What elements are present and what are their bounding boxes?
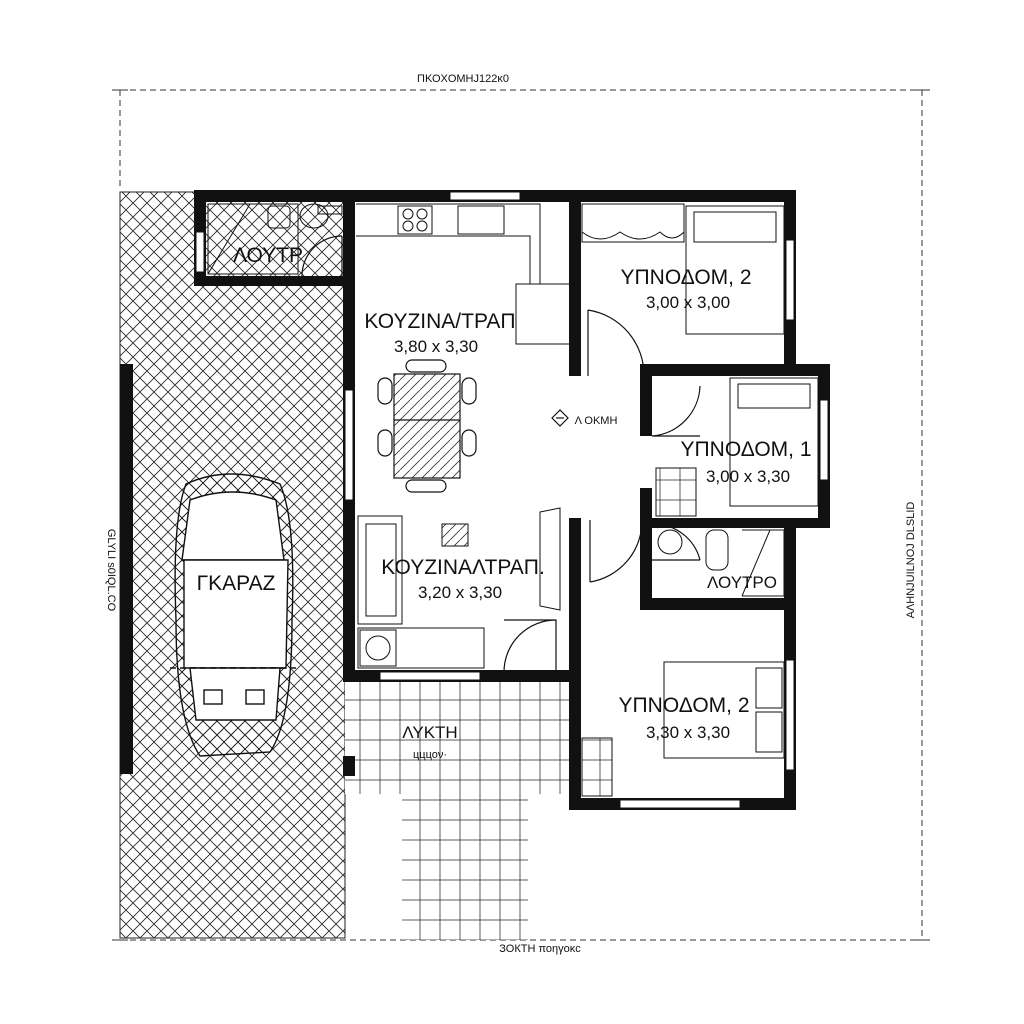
room-size-kitchen-bottom: 3,20 x 3,30 bbox=[418, 583, 502, 602]
room-name-terrace: ΛΥΚΤΗ bbox=[402, 723, 457, 742]
walkway-tiles bbox=[402, 794, 528, 940]
room-name-kitchen-bottom: ΚΟΥΖΙΝΑΛΤΡΑΠ. bbox=[381, 556, 545, 579]
room-name-bath-top: ΛΟΥΤΡ bbox=[233, 244, 303, 267]
bath-fixtures bbox=[207, 203, 343, 275]
interior-walls bbox=[343, 202, 796, 776]
room-name-hall: Λ ΟΚΜΗ bbox=[575, 415, 618, 427]
room-size-bedroom-bottom: 3,30 x 3,30 bbox=[646, 723, 730, 742]
top-dimension-label: ΠΚΟΧΟΜΗJ122κ0 bbox=[417, 73, 509, 85]
bottom-dimension-label: ЗОКТН ποηγοκс bbox=[499, 943, 581, 955]
room-name-bathroom-2: ΛΟΥΤΡΟ bbox=[707, 573, 777, 592]
room-size-kitchen-top: 3,80 x 3,30 bbox=[394, 337, 478, 356]
kitchen-counter bbox=[356, 203, 571, 345]
room-name-garage: ΓΚΑΡΑΖ bbox=[197, 572, 276, 595]
windows bbox=[195, 191, 829, 809]
bedroom-top-furniture bbox=[581, 203, 785, 335]
left-dimension-label: GLYLI s0IQL.CO bbox=[105, 529, 117, 612]
room-sub-terrace: цццоν· bbox=[413, 749, 447, 761]
room-name-bedroom-bottom: ΥΠΝΟΔΟΜ, 2 bbox=[619, 694, 750, 717]
room-size-bedroom-1: 3,00 x 3,30 bbox=[706, 467, 790, 486]
room-name-kitchen-top: ΚΟΥΖΙΝΑ/ΤΡΑΠ bbox=[364, 310, 515, 333]
bathroom-2-fixtures bbox=[657, 529, 785, 597]
room-name-bedroom-top: ΥΠΝΟΔΟΜ, 2 bbox=[621, 266, 752, 289]
entrance-symbol-icon bbox=[551, 409, 569, 427]
room-name-bedroom-1: ΥΠΝΟΔΟΜ, 1 bbox=[681, 438, 812, 461]
dining-table bbox=[377, 359, 477, 493]
doors bbox=[301, 235, 701, 673]
right-dimension-label: ΑΛΗΝJUILNOJ DLSLID bbox=[905, 502, 917, 619]
bedroom-1-furniture bbox=[655, 377, 819, 517]
bottom-bedroom-furniture bbox=[581, 661, 785, 797]
room-size-bedroom-top: 3,00 x 3,00 bbox=[646, 293, 730, 312]
terrace-tiles bbox=[345, 682, 570, 794]
garage-left-wall bbox=[120, 364, 133, 774]
lower-kitchen-furniture bbox=[357, 507, 561, 669]
car-icon bbox=[170, 473, 296, 757]
boundary-ticks bbox=[112, 89, 930, 941]
